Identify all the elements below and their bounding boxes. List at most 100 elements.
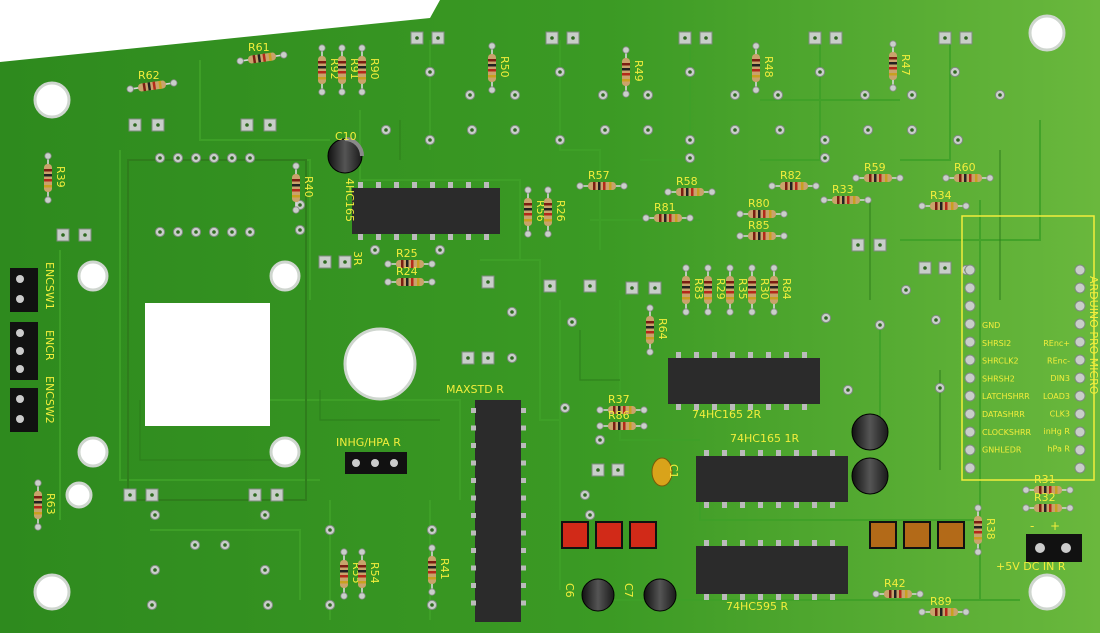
encsw2-connector (10, 388, 38, 432)
resistor-r80: R80 (735, 197, 789, 219)
capacitor-c1 (651, 457, 673, 487)
resistor-r83: R83 (681, 263, 705, 317)
maxstd-pin (471, 565, 476, 571)
arduino-pin (1074, 318, 1086, 330)
label-3r: 3R (351, 251, 364, 266)
maxstd-pin (521, 530, 526, 536)
mounting-holes (33, 14, 1066, 611)
silkscreen-text: 3R 4HC165 74HC165 2R 74HC165 1R 74HC595 … (43, 130, 1100, 613)
maxstd-pin (521, 600, 526, 606)
ic-74hc595 (696, 540, 848, 600)
resistor-label: R25 (396, 247, 418, 260)
resistor-r26: R26 (543, 186, 567, 238)
resistor-r35: R35 (725, 263, 749, 317)
resistor-label: R61 (248, 41, 270, 54)
resistor-r84: R84 (769, 263, 793, 317)
arduino-pins (964, 264, 1086, 474)
maxstd-pin (471, 600, 476, 606)
resistor-r60: R60 (941, 161, 995, 183)
resistor-r47: R47 (888, 39, 912, 92)
arduino-pin-label-left: LATCHSHRR (982, 392, 1030, 401)
resistor-r41: R41 (427, 543, 451, 597)
dc-in-connector (1026, 534, 1082, 562)
inhg-hpa-header (345, 452, 407, 474)
resistor-label: R35 (736, 278, 749, 300)
arduino-pin-label-right: inHg R (1044, 427, 1071, 436)
resistor-label: R86 (608, 409, 630, 422)
resistor-label: R37 (608, 393, 630, 406)
resistor-label: R64 (656, 318, 669, 340)
resistor-r33: R33 (819, 183, 873, 205)
maxstd-pin (471, 513, 476, 518)
arduino-pin (1074, 336, 1086, 348)
ic-4hc165 (352, 182, 500, 240)
label-74hc595: 74HC595 R (726, 600, 788, 613)
maxstd-pin (471, 530, 476, 536)
arduino-pin (964, 300, 976, 312)
arduino-pin (964, 444, 976, 456)
arduino-pro-micro (961, 215, 1095, 481)
resistor-r39: R39 (43, 152, 67, 204)
resistor-r49: R49 (621, 45, 645, 98)
label-arduino: ARDUINO PRO MICRO (1087, 276, 1100, 395)
resistor-label: R41 (438, 558, 451, 580)
resistor-r50: R50 (487, 41, 511, 94)
resistor-label: R62 (138, 69, 160, 82)
resistor-r62: R62 (125, 69, 179, 95)
resistor-r54: R54 (357, 547, 381, 601)
label-4hc165: 4HC165 (343, 178, 356, 222)
resistor-r59: R59 (851, 161, 905, 183)
maxstd-pin (521, 513, 526, 518)
resistor-r57: R57 (575, 169, 629, 191)
arduino-pin (964, 462, 976, 474)
maxstd-pin (471, 478, 476, 483)
resistor-label: R32 (1034, 491, 1056, 504)
resistor-r90: R90 (357, 43, 381, 96)
resistor-label: R34 (930, 189, 952, 202)
arduino-pin (1074, 408, 1086, 420)
resistor-r38: R38 (973, 503, 997, 557)
arduino-pin (1074, 354, 1086, 366)
resistor-label: R48 (762, 56, 775, 78)
resistor-r29: R29 (703, 263, 727, 317)
capacitor-top-right (851, 413, 889, 495)
arduino-pin-label-left: SHRSH2 (982, 374, 1015, 383)
label-74hc165-1r: 74HC165 1R (730, 432, 799, 445)
arduino-pin (1074, 462, 1086, 474)
resistor-label: R42 (884, 577, 906, 590)
resistor-r37: R37 (595, 393, 649, 415)
arduino-pin-label-right: LOAD3 (1043, 392, 1070, 401)
resistor-label: R40 (302, 176, 315, 198)
maxstd-pin (521, 583, 526, 588)
label-encr: ENCR (43, 330, 56, 361)
maxstd-pin (471, 548, 476, 553)
arduino-pin (964, 264, 976, 276)
maxstd-pin (521, 443, 526, 448)
maxstd-pin (471, 460, 476, 466)
maxstd-pin (521, 495, 526, 501)
arduino-pin (1074, 300, 1086, 312)
label-c6: C6 (563, 583, 576, 598)
maxstd-pin (521, 408, 526, 413)
arduino-pin (1074, 390, 1086, 402)
resistor-label: R24 (396, 265, 418, 278)
resistor-label: R54 (368, 562, 381, 584)
arduino-pin (1074, 372, 1086, 384)
label-74hc165-2r: 74HC165 2R (692, 408, 761, 421)
resistor-label: R85 (748, 219, 770, 232)
encsw1-connector (10, 268, 38, 312)
capacitor-c10 (327, 137, 364, 174)
resistor-label: R82 (780, 169, 802, 182)
label-c1: C1 (667, 464, 680, 479)
arduino-pin-label-right: CLK3 (1050, 409, 1070, 418)
arduino-pin-label-left: GNHLEDR (982, 446, 1022, 455)
resistor-r40: R40 (291, 162, 315, 214)
maxstd-pin (521, 460, 526, 466)
resistor-label: R31 (1034, 473, 1056, 486)
maxstd-pin (521, 548, 526, 553)
arduino-pin (1074, 444, 1086, 456)
resistor-label: R84 (780, 278, 793, 300)
maxstd-pin (521, 478, 526, 483)
resistor-r92: R92 (317, 43, 341, 96)
